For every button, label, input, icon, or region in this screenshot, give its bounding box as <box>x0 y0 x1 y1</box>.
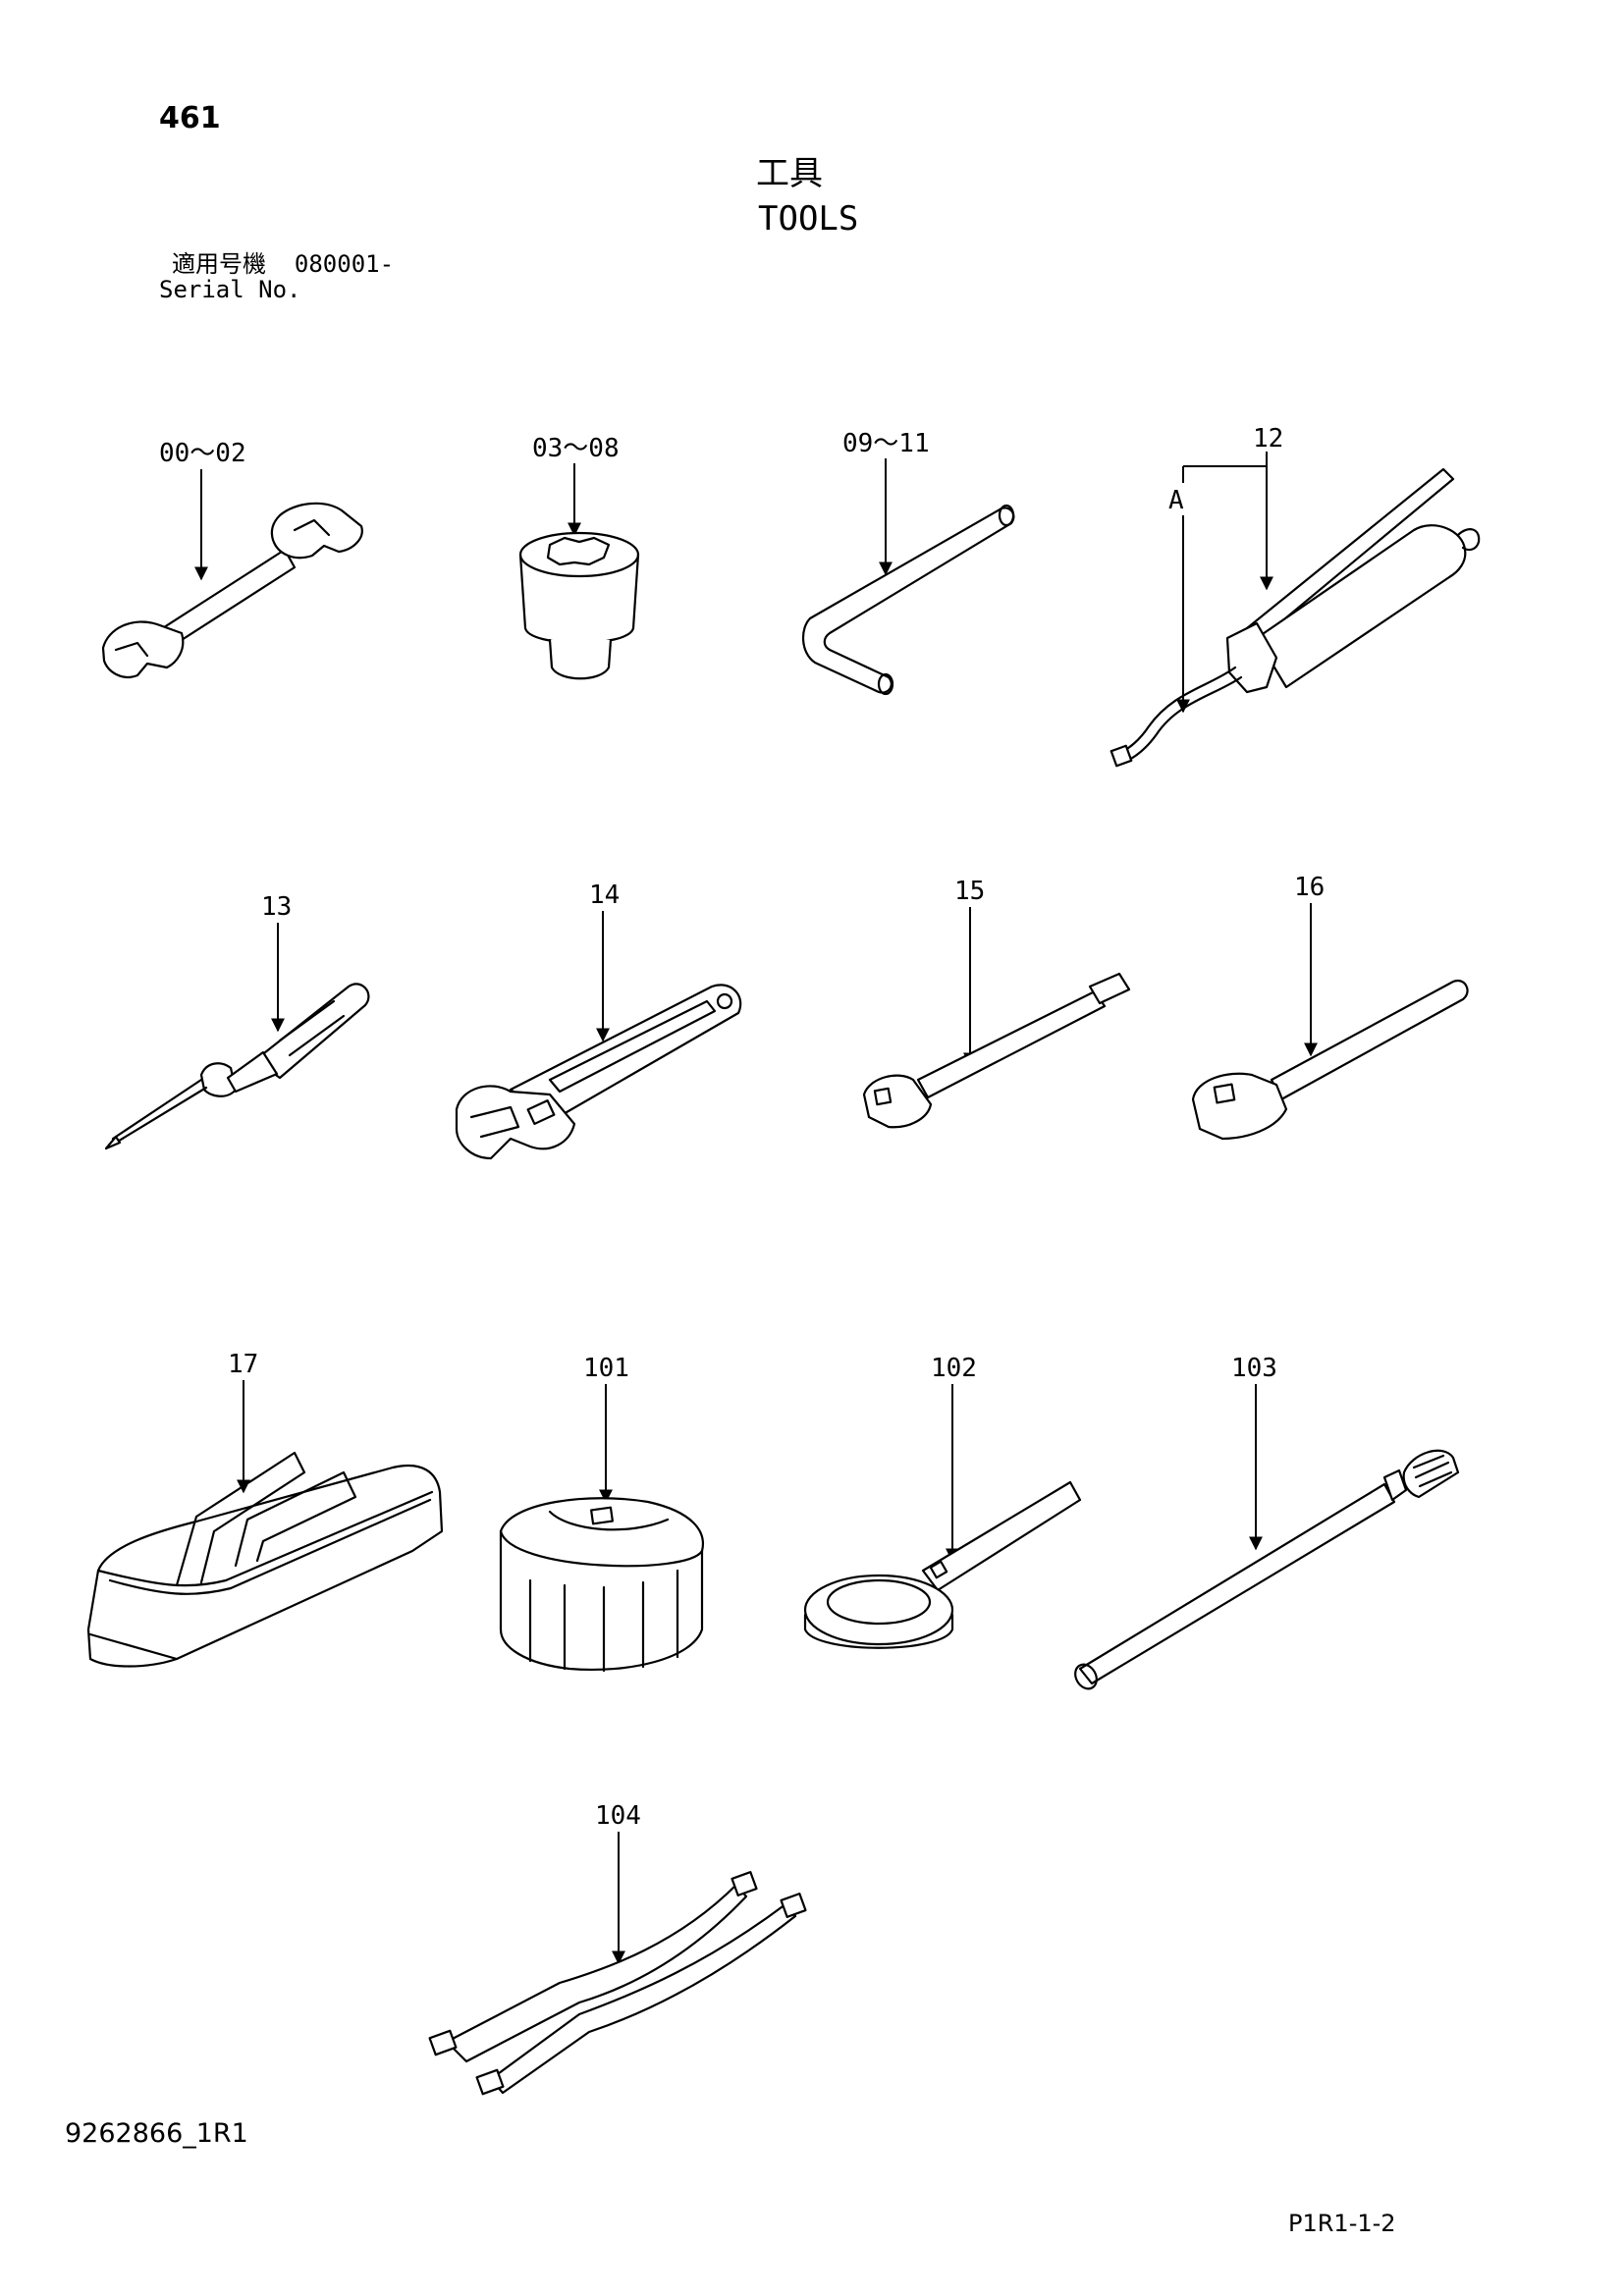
serial-label: Serial No. <box>159 276 301 303</box>
ratchet-handle-drawing: 16 <box>1191 873 1469 1141</box>
socket-drawing: 03～08 <box>518 434 640 680</box>
callout-102: 102 <box>931 1354 977 1383</box>
callout-00-02: 00～02 <box>159 439 246 468</box>
extension-bar-drawing: 15 <box>862 877 1131 1129</box>
page-title: TOOLS <box>758 199 859 239</box>
callout-101: 101 <box>583 1354 629 1383</box>
callout-a: A <box>1168 486 1184 515</box>
callout-13: 13 <box>261 892 292 922</box>
page-title-japanese: 工具 <box>756 154 823 193</box>
callout-16: 16 <box>1294 873 1325 902</box>
serial-value: 080001- <box>294 250 395 278</box>
tool-bag-drawing: 17 <box>86 1350 444 1668</box>
callout-104: 104 <box>595 1801 641 1831</box>
callout-09-11: 09～11 <box>842 429 930 458</box>
serial-label-japanese: 適用号機 <box>172 250 266 278</box>
callout-12: 12 <box>1253 424 1283 454</box>
open-end-wrench-drawing: 00～02 <box>101 439 363 678</box>
grease-gun-drawing: 12 A <box>1110 424 1481 768</box>
serial-info: 適用号機 080001- <box>172 252 394 276</box>
hex-key-drawing: 09～11 <box>802 429 1015 696</box>
document-number: 9262866_1R1 <box>65 2118 248 2149</box>
callout-03-08: 03～08 <box>532 434 620 463</box>
page-number: 461 <box>159 101 221 135</box>
callout-15: 15 <box>954 877 985 906</box>
callout-103: 103 <box>1231 1354 1277 1383</box>
pin-rod-drawing: 103 <box>1074 1354 1460 1690</box>
page-code: P1R1-1-2 <box>1288 2210 1396 2237</box>
callout-14: 14 <box>589 881 620 910</box>
ring-spanner-drawing: 102 <box>803 1354 1082 1649</box>
filter-wrench-drawing: 101 <box>499 1354 704 1673</box>
screwdriver-drawing: 13 <box>104 892 370 1150</box>
callout-17: 17 <box>228 1350 258 1379</box>
adjustable-wrench-drawing: 14 <box>455 881 742 1160</box>
fork-spanner-drawing: 104 <box>428 1801 807 2096</box>
